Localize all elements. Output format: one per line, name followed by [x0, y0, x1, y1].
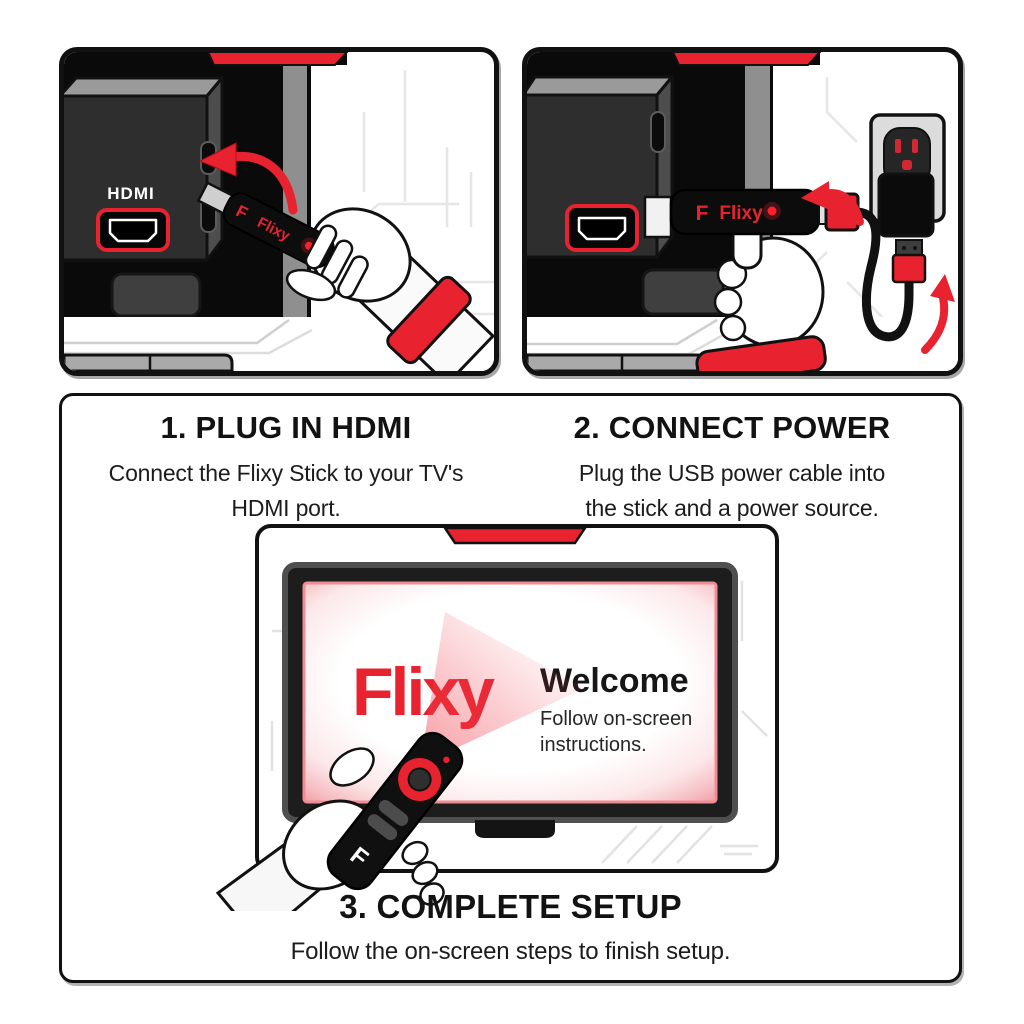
remote-button	[367, 814, 398, 841]
side-port-icon	[650, 111, 666, 153]
stick-logo-letter: F	[696, 202, 709, 225]
arrow-to-stick-icon	[801, 181, 864, 226]
step2-illustration: F Flixy	[527, 52, 958, 371]
remote-beam	[420, 612, 585, 765]
power-adapter	[877, 172, 935, 238]
step1-title: 1. PLUG IN HDMI	[160, 410, 412, 445]
arrow-to-plug-icon	[921, 274, 955, 354]
led-indicator	[767, 206, 777, 216]
hdmi-label: HDMI	[107, 184, 154, 203]
hdmi-port-icon	[565, 204, 639, 252]
tv-vent	[110, 272, 202, 318]
wristband	[695, 335, 827, 371]
shelf-bar	[64, 353, 234, 371]
step1-illustration-panel: HDMI	[59, 47, 499, 376]
remote-button	[378, 800, 409, 826]
remote-control: F	[326, 731, 464, 891]
wristband	[386, 275, 472, 365]
hdmi-port-icon	[96, 208, 170, 252]
stick-brand-label: Flixy	[719, 203, 763, 224]
step1-illustration: HDMI	[64, 52, 494, 371]
step2-description: Plug the USB power cable into the stick …	[578, 460, 886, 521]
screen-instruction-line1: Follow on-screen	[540, 708, 692, 730]
step1-description: Connect the Flixy Stick to your TV's HDM…	[108, 460, 464, 521]
instructions-box: 1. PLUG IN HDMI Connect the Flixy Stick …	[59, 393, 962, 983]
flixy-stick: F Flixy	[196, 181, 335, 269]
wall-outlet	[869, 113, 946, 238]
hdmi-connector	[643, 195, 673, 239]
step3-text: 3. COMPLETE SETUP Follow the on-screen s…	[62, 888, 959, 970]
red-top-bar	[206, 52, 349, 66]
step3-description: Follow the on-screen steps to finish set…	[290, 938, 731, 965]
red-top-bar	[671, 52, 822, 66]
step2-title: 2. CONNECT POWER	[573, 410, 891, 445]
step3-title: 3. COMPLETE SETUP	[339, 888, 682, 925]
fingers	[285, 224, 369, 302]
screen-instruction-line2: instructions.	[540, 734, 647, 756]
usb-cable	[853, 207, 914, 342]
step2-illustration-panel: F Flixy	[522, 47, 963, 376]
red-top-tab	[442, 526, 588, 545]
fingers	[329, 747, 445, 906]
arrow-to-port-icon	[198, 142, 298, 215]
step3-illustration: Flixy Welcome Follow on-screen instructi…	[215, 524, 779, 911]
usb-plug-icon	[891, 239, 927, 284]
hand-holding-stick	[695, 208, 827, 371]
step1-text: 1. PLUG IN HDMI Connect the Flixy Stick …	[70, 410, 502, 525]
shelf-bar	[527, 353, 707, 371]
step2-text: 2. CONNECT POWER Plug the USB power cabl…	[516, 410, 948, 525]
remote-led	[443, 756, 450, 764]
tv-stand-tab	[475, 820, 555, 838]
